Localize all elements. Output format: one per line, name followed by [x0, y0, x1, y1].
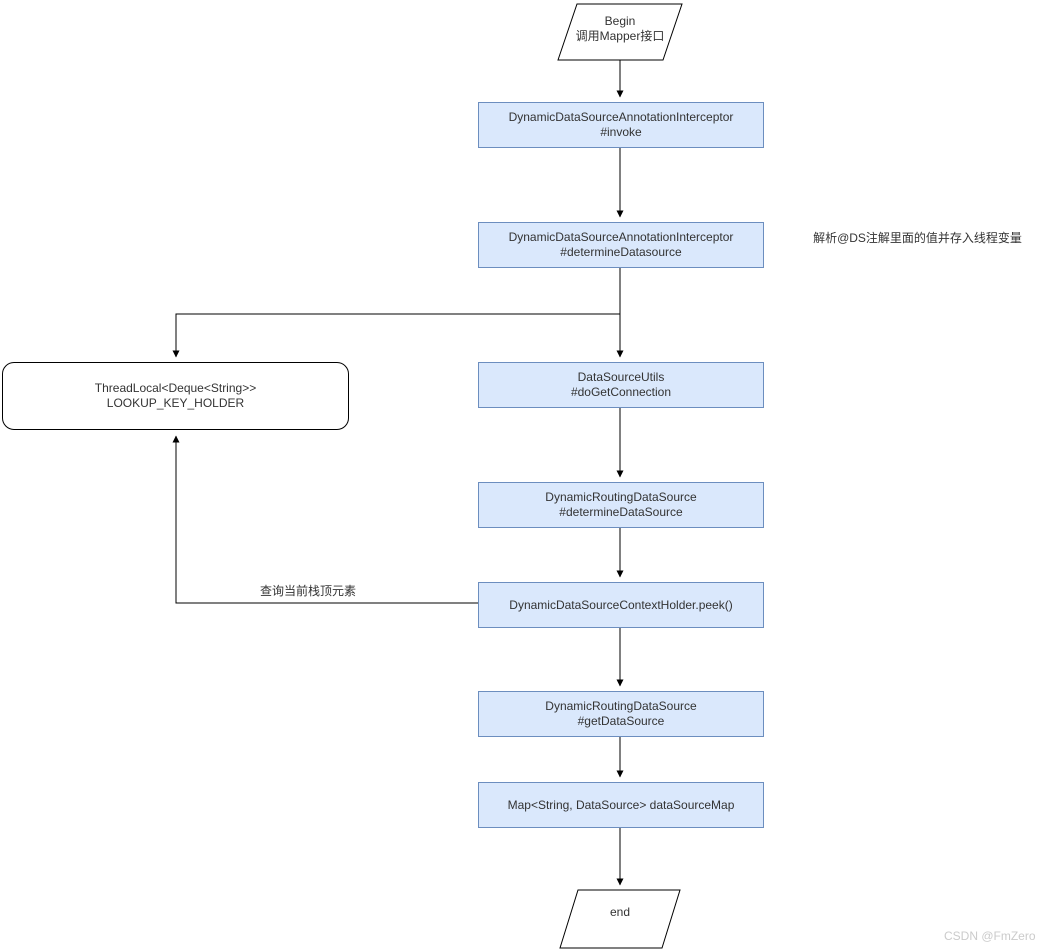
box-line2: #doGetConnection — [570, 385, 672, 399]
box-line1: DynamicDataSourceContextHolder.peek() — [509, 597, 733, 612]
box-line1: DataSourceUtils — [577, 370, 665, 384]
begin-terminator-shape — [557, 3, 683, 61]
threadlocal-lookup-key-holder: ThreadLocal<Deque<String>> LOOKUP_KEY_HO… — [2, 362, 349, 430]
process-contextholder-peek: DynamicDataSourceContextHolder.peek() — [478, 582, 764, 628]
box-line2: #invoke — [600, 125, 642, 139]
threadlocal-line1: ThreadLocal<Deque<String>> — [94, 381, 257, 395]
connector-peek-to-threadlocal — [172, 435, 478, 604]
process-routing-getdatasource: DynamicRoutingDataSource #getDataSource — [478, 691, 764, 737]
process-annotation-interceptor-determine-datasource: DynamicDataSourceAnnotationInterceptor #… — [478, 222, 764, 268]
process-routing-determine-datasource: DynamicRoutingDataSource #determineDataS… — [478, 482, 764, 528]
begin-label-line2: 调用Mapper接口 — [575, 29, 665, 43]
end-label: end — [609, 905, 631, 919]
threadlocal-line2: LOOKUP_KEY_HOLDER — [106, 396, 245, 410]
process-datasource-map: Map<String, DataSource> dataSourceMap — [478, 782, 764, 828]
box-line1: DynamicRoutingDataSource — [545, 490, 697, 504]
end-terminator-shape — [559, 889, 681, 949]
box-line2: #getDataSource — [577, 714, 665, 728]
box-line1: DynamicDataSourceAnnotationInterceptor — [508, 110, 734, 124]
ds-annotation-note: 解析@DS注解里面的值并存入线程变量 — [813, 231, 1022, 245]
begin-label-line1: Begin — [604, 14, 636, 28]
csdn-watermark: CSDN @FmZero — [944, 929, 1036, 943]
peek-edge-label: 查询当前栈顶元素 — [259, 584, 356, 598]
end-terminator-label: end — [560, 905, 680, 920]
connector-branch-to-threadlocal — [172, 313, 620, 358]
process-annotation-interceptor-invoke: DynamicDataSourceAnnotationInterceptor #… — [478, 102, 764, 148]
box-line1: DynamicRoutingDataSource — [545, 699, 697, 713]
box-line1: Map<String, DataSource> dataSourceMap — [507, 797, 735, 812]
box-line2: #determineDataSource — [559, 505, 683, 519]
begin-terminator-label: Begin 调用Mapper接口 — [540, 14, 700, 44]
box-line2: #determineDatasource — [560, 245, 682, 259]
process-datasourceutils-dogetconnection: DataSourceUtils #doGetConnection — [478, 362, 764, 408]
box-line1: DynamicDataSourceAnnotationInterceptor — [508, 230, 734, 244]
